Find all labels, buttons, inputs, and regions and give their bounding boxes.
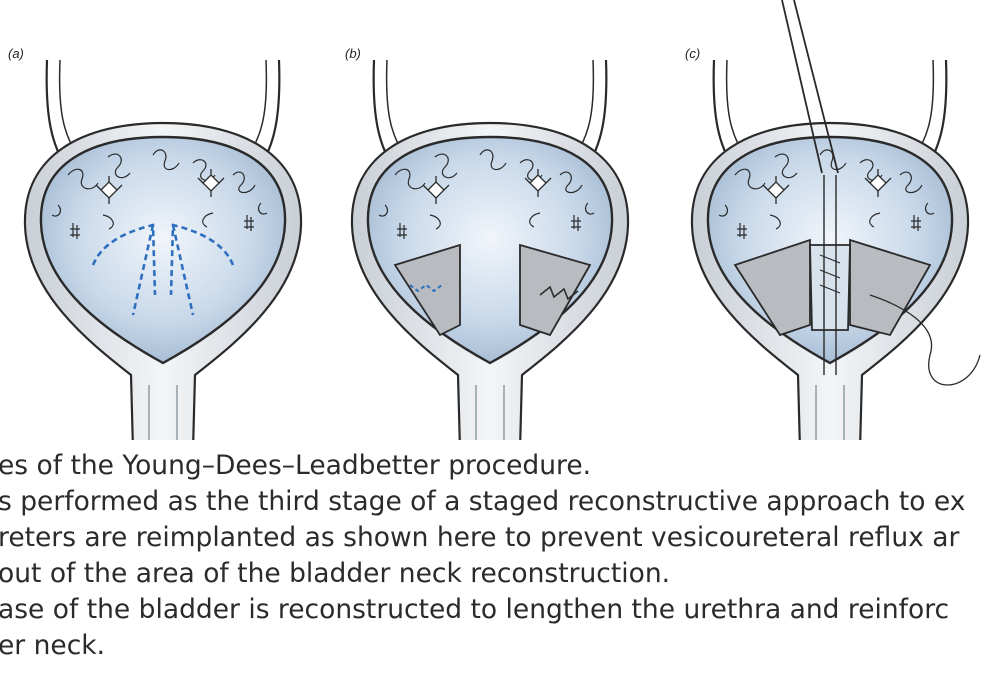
- panel-label-a: (a): [8, 46, 24, 61]
- caption-line: er neck.: [0, 630, 106, 661]
- panel-label-c: (c): [685, 46, 701, 61]
- suture-thread: [869, 294, 981, 386]
- caption-line: es of the Young–Dees–Leadbetter procedur…: [0, 450, 592, 481]
- catheter: [781, 0, 839, 174]
- incision-lines: [91, 223, 235, 316]
- left-trigone-flap: [393, 243, 461, 337]
- procedure-figure: (a) (b) (c): [8, 0, 981, 452]
- caption-line: s performed as the third stage of a stag…: [0, 486, 966, 517]
- caption-text: es of the Young–Dees–Leadbetter procedur…: [0, 448, 1000, 664]
- right-trigone-flap: [519, 243, 592, 337]
- caption-line: reters are reimplanted as shown here to …: [0, 522, 960, 553]
- caption-line: out of the area of the bladder neck reco…: [0, 558, 671, 589]
- caption-line: ase of the bladder is reconstructed to l…: [0, 594, 950, 625]
- panel-c-bladder: [690, 0, 981, 452]
- bladder-diagram: [23, 0, 981, 452]
- neourethra-tube: [809, 244, 851, 331]
- panel-a-bladder: [23, 58, 303, 452]
- panel-label-b: (b): [345, 46, 361, 61]
- panel-b-bladder: [350, 58, 630, 452]
